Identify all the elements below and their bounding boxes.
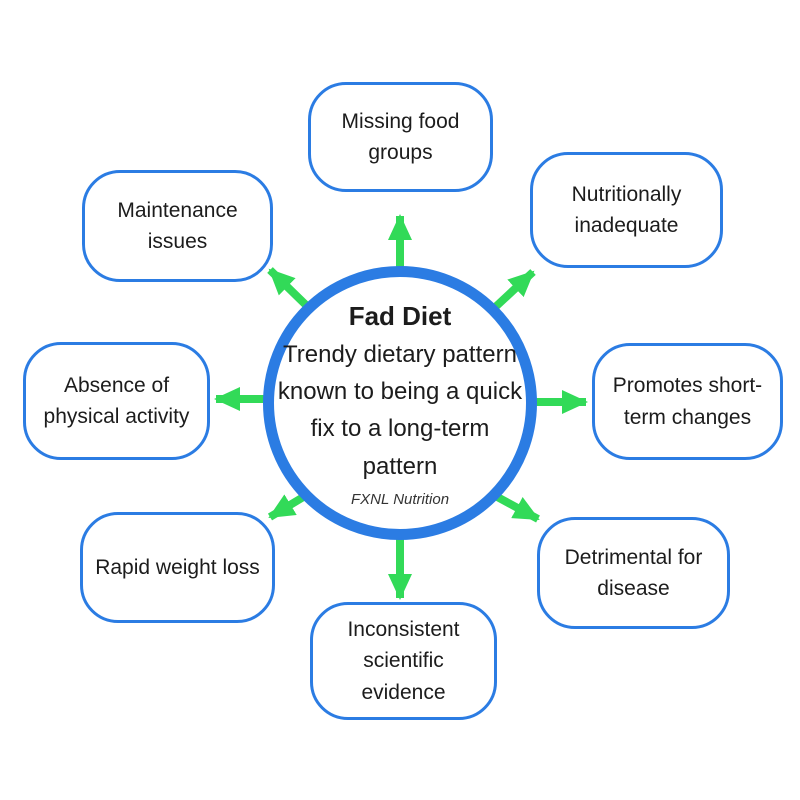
node-label: Detrimental for disease — [564, 545, 703, 601]
node-maintenance-issues: Maintenance issues — [82, 170, 273, 282]
node-missing-food-groups: Missing food groups — [308, 82, 493, 192]
node-promotes-short-term-changes: Promotes short- term changes — [592, 343, 783, 460]
arrow-top-right-icon — [487, 269, 536, 315]
node-label: Maintenance issues — [117, 198, 238, 254]
node-label: Absence of physical activity — [43, 373, 190, 429]
center-title: Fad Diet — [348, 301, 452, 332]
node-inconsistent-scientific-evidence: Inconsistent scientific evidence — [310, 602, 497, 720]
node-label: Promotes short- term changes — [612, 374, 763, 429]
center-node-fad-diet: Fad Diet Trendy dietary pattern known to… — [263, 266, 537, 540]
node-label: Nutritionally inadequate — [571, 182, 682, 238]
node-nutritionally-inadequate: Nutritionally inadequate — [530, 152, 723, 268]
node-label: Inconsistent scientific evidence — [347, 617, 460, 704]
node-label: Rapid weight loss — [95, 555, 260, 579]
node-absence-of-physical-activity: Absence of physical activity — [23, 342, 210, 460]
center-attribution: FXNL Nutrition — [350, 490, 450, 508]
node-rapid-weight-loss: Rapid weight loss — [80, 512, 275, 623]
center-description: Trendy dietary pattern known to being a … — [277, 340, 523, 480]
node-label: Missing food groups — [341, 109, 460, 165]
node-detrimental-for-disease: Detrimental for disease — [537, 517, 730, 629]
arrow-top-left-icon — [267, 267, 311, 310]
